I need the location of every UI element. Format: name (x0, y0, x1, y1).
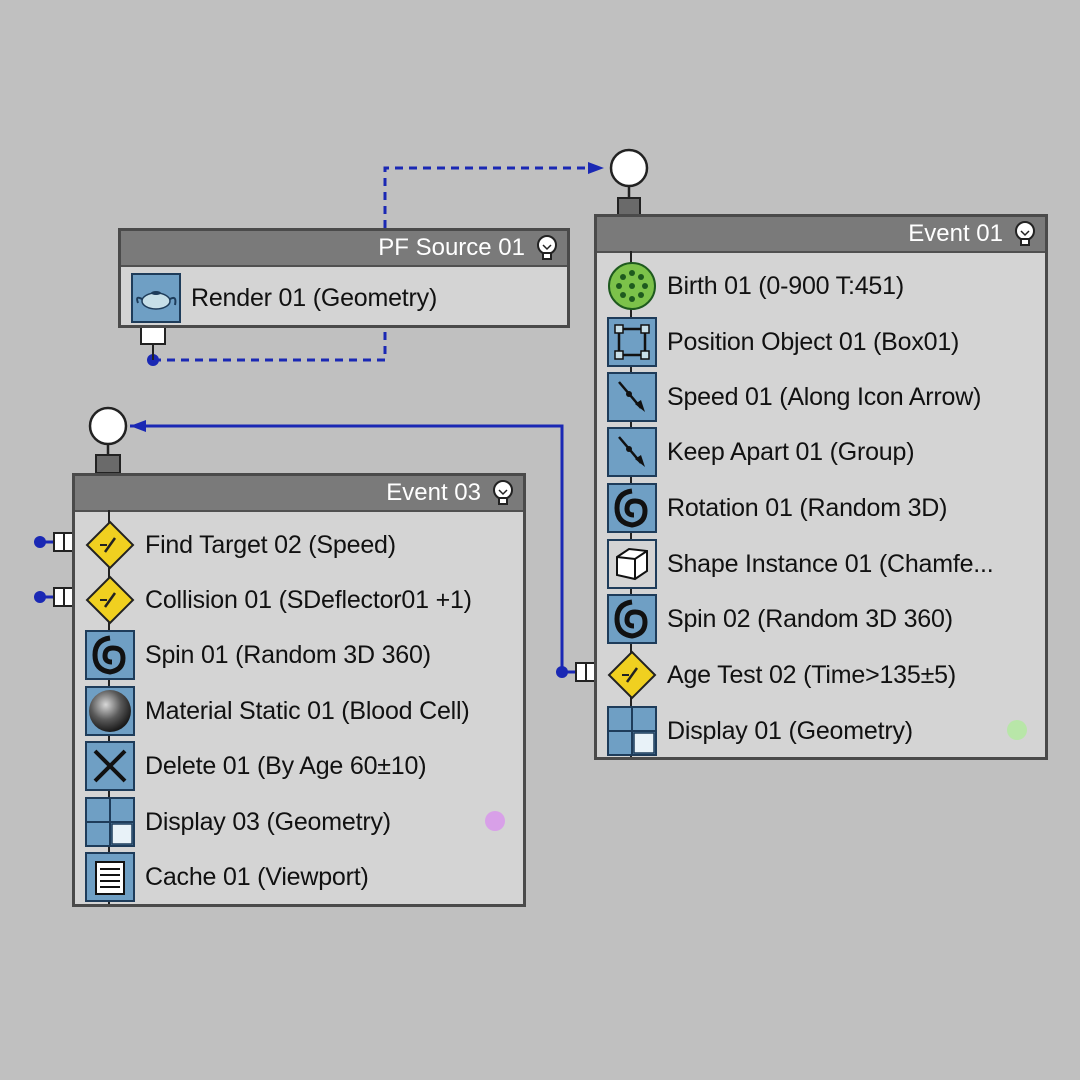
spin-icon (607, 594, 657, 644)
display-icon (85, 797, 135, 847)
display-icon (607, 706, 657, 756)
operator-label: Collision 01 (SDeflector01 +1) (145, 586, 472, 614)
operator-label: Cache 01 (Viewport) (145, 863, 369, 891)
operator-row-keep-apart[interactable]: Keep Apart 01 (Group) (597, 425, 1045, 480)
operator-row-collision[interactable]: Collision 01 (SDeflector01 +1) (75, 573, 523, 628)
operator-label: Display 03 (Geometry) (145, 808, 391, 836)
operator-row-age-test[interactable]: Age Test 02 (Time>135±5) (597, 648, 1045, 703)
operator-label: Birth 01 (0-900 T:451) (667, 272, 904, 300)
operator-row-shape-instance[interactable]: Shape Instance 01 (Chamfe... (597, 537, 1045, 592)
operator-label: Spin 02 (Random 3D 360) (667, 605, 953, 633)
material-sphere-icon (85, 686, 135, 736)
operator-row-render[interactable]: Render 01 (Geometry) (121, 271, 567, 326)
event01-title: Event 01 (908, 220, 1003, 247)
delete-icon (85, 741, 135, 791)
operator-label: Render 01 (Geometry) (191, 284, 438, 312)
event03-node[interactable]: Event 03 Find Target 02 (Speed) (72, 473, 526, 907)
wire-arrowhead (588, 162, 604, 174)
rotation-icon (607, 483, 657, 533)
wire-arrowhead (130, 420, 146, 432)
event03-input-port (95, 454, 121, 474)
speed-icon (607, 372, 657, 422)
operator-label: Spin 01 (Random 3D 360) (145, 641, 431, 669)
source-output-port (140, 325, 166, 345)
lightbulb-icon[interactable] (489, 479, 517, 507)
position-object-icon (607, 317, 657, 367)
event03-title: Event 03 (386, 479, 481, 506)
operator-row-display[interactable]: Display 03 (Geometry) (75, 795, 523, 850)
operator-row-birth[interactable]: Birth 01 (0-900 T:451) (597, 259, 1045, 314)
operator-label: Position Object 01 (Box01) (667, 328, 960, 356)
operator-label: Find Target 02 (Speed) (145, 531, 396, 559)
event03-input-socket (88, 406, 128, 446)
lightbulb-icon[interactable] (533, 234, 561, 262)
event03-header[interactable]: Event 03 (75, 476, 523, 512)
operator-row-spin[interactable]: Spin 02 (Random 3D 360) (597, 592, 1045, 647)
cache-icon (85, 852, 135, 902)
operator-label: Material Static 01 (Blood Cell) (145, 697, 470, 725)
test-diamond-icon (85, 575, 135, 625)
shape-instance-icon (607, 539, 657, 589)
operator-row-delete[interactable]: Delete 01 (By Age 60±10) (75, 739, 523, 794)
event01-node[interactable]: Event 01 Birth 01 (0- (594, 214, 1048, 760)
operator-label: Rotation 01 (Random 3D) (667, 494, 948, 522)
pf-source-header[interactable]: PF Source 01 (121, 231, 567, 267)
display-color-swatch[interactable] (1007, 720, 1027, 740)
operator-row-speed[interactable]: Speed 01 (Along Icon Arrow) (597, 370, 1045, 425)
operator-label: Age Test 02 (Time>135±5) (667, 661, 956, 689)
display-color-swatch[interactable] (485, 811, 505, 831)
lightbulb-icon[interactable] (1011, 220, 1039, 248)
agetest-to-event03-wire (130, 424, 564, 672)
operator-label: Keep Apart 01 (Group) (667, 438, 915, 466)
operator-row-display[interactable]: Display 01 (Geometry) (597, 704, 1045, 759)
spin-icon (85, 630, 135, 680)
test-diamond-icon (85, 520, 135, 570)
operator-row-spin[interactable]: Spin 01 (Random 3D 360) (75, 628, 523, 683)
keep-apart-icon (607, 427, 657, 477)
operator-row-cache[interactable]: Cache 01 (Viewport) (75, 850, 523, 905)
operator-row-position-object[interactable]: Position Object 01 (Box01) (597, 315, 1045, 370)
operator-label: Shape Instance 01 (Chamfe... (667, 550, 994, 578)
operator-label: Delete 01 (By Age 60±10) (145, 752, 427, 780)
operator-label: Speed 01 (Along Icon Arrow) (667, 383, 982, 411)
operator-row-material-static[interactable]: Material Static 01 (Blood Cell) (75, 684, 523, 739)
event01-header[interactable]: Event 01 (597, 217, 1045, 253)
pf-source-node[interactable]: PF Source 01 Render 01 (Geometry) (118, 228, 570, 328)
operator-row-find-target[interactable]: Find Target 02 (Speed) (75, 518, 523, 573)
operator-label: Display 01 (Geometry) (667, 717, 913, 745)
birth-icon (608, 262, 656, 310)
render-teapot-icon (131, 273, 181, 323)
event01-input-socket (609, 148, 649, 188)
operator-row-rotation[interactable]: Rotation 01 (Random 3D) (597, 481, 1045, 536)
pf-source-title: PF Source 01 (378, 234, 525, 261)
test-diamond-icon (607, 650, 657, 700)
